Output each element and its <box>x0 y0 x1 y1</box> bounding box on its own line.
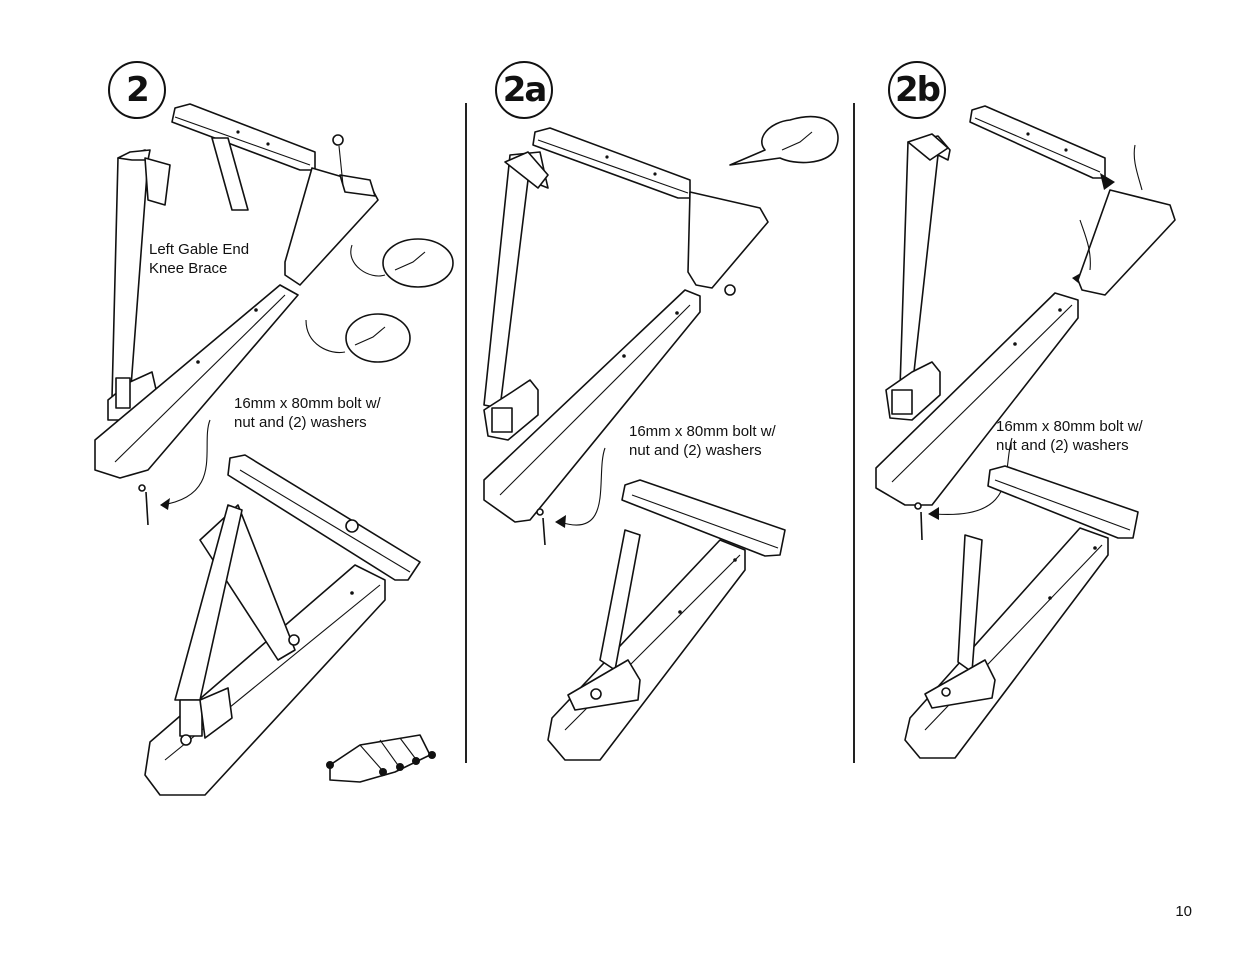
step-2a-lower-assembly <box>547 479 786 761</box>
step-2-number: 2 <box>126 70 150 110</box>
knee-brace-label: Left Gable End Knee Brace <box>149 241 250 277</box>
step-2b-number: 2b <box>895 70 941 110</box>
panel-divider-left <box>465 103 467 763</box>
step-2b-lower-assembly <box>904 465 1139 759</box>
step-2b-badge: 2b <box>888 61 946 119</box>
step-2a-bolt-label: 16mm x 80mm bolt w/ nut and (2) washers <box>629 423 776 459</box>
step-2-upper-assembly <box>94 103 454 526</box>
step-2-badge: 2 <box>108 61 166 119</box>
step-2a-upper-assembly <box>483 115 839 546</box>
step-2b-upper-assembly <box>875 105 1176 541</box>
panel-divider-right <box>853 103 855 763</box>
shed-frame-locator-icon <box>326 734 436 783</box>
step-2a-badge: 2a <box>495 61 553 119</box>
step-2-bolt-label: 16mm x 80mm bolt w/ nut and (2) washers <box>234 395 381 431</box>
step-2-lower-assembly <box>144 454 436 796</box>
page-number: 10 <box>1175 903 1192 920</box>
step-2b-panel: 2b 16mm x 80mm bolt w/ nut and (2) washe… <box>855 0 1235 820</box>
step-2a-panel: 2a 16mm x 80mm bolt w/ nut and (2) washe… <box>467 0 854 820</box>
step-2b-bolt-label: 16mm x 80mm bolt w/ nut and (2) washers <box>996 418 1143 454</box>
step-2a-number: 2a <box>502 70 548 110</box>
step-2-panel: 2 Left Gable End Knee Brace 16mm x 80mm … <box>0 0 465 820</box>
